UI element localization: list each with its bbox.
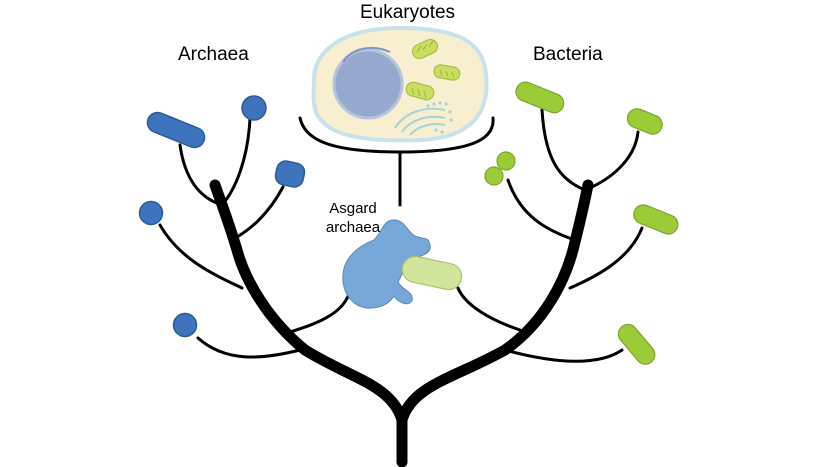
label-asgard-line2: archaea — [325, 219, 381, 236]
bacteria-trunk — [396, 179, 594, 426]
mitochondria-cristae — [411, 40, 455, 99]
bacteria-diplococcus-b — [484, 166, 504, 186]
archaea-cells — [138, 95, 306, 338]
branch-bacteria-top-rod — [540, 108, 587, 192]
asgard-cell-body — [342, 219, 431, 309]
bacteria-cells — [484, 81, 679, 365]
bacteria-rod-cell-mid — [633, 204, 679, 235]
archaea-coccus-cell-low — [172, 312, 198, 338]
archaea-trunk — [209, 179, 408, 467]
bacteria-rod-cell-top — [515, 81, 565, 114]
archaea-coccus-cell-mid — [138, 200, 164, 226]
endoplasmic-reticulum — [394, 107, 446, 136]
label-bacteria: Bacteria — [533, 44, 603, 65]
branch-to-asgard-bacterium — [456, 286, 522, 332]
branch-archaea-top-circle — [220, 116, 252, 207]
bacteria-rod-cell-top-right — [626, 108, 663, 135]
tree-branches — [158, 108, 644, 363]
branch-bacteria-low-right — [503, 348, 624, 363]
nuclear-envelope-detail — [342, 46, 391, 63]
branch-archaea-box — [230, 185, 285, 242]
branch-archaea-low-circle — [196, 336, 302, 359]
branch-to-asgard — [288, 288, 352, 334]
branch-archaea-rod — [178, 143, 224, 207]
eukaryote-cell — [311, 25, 489, 143]
label-asgard-archaea: Asgard archaea — [318, 199, 388, 237]
branch-bacteria-mid-right — [568, 226, 644, 290]
label-archaea: Archaea — [178, 44, 249, 65]
tree-trunk — [209, 179, 594, 467]
branch-bacteria-top-right — [583, 130, 640, 192]
branch-bacteria-diplococcus — [506, 178, 577, 242]
branch-archaea-mid-circle — [158, 223, 244, 290]
asgard-archaea-cell — [342, 219, 431, 309]
eukaryote-nucleus — [332, 48, 404, 120]
archaea-coccus-cell-top — [241, 95, 267, 121]
archaea-rod-cell — [146, 111, 206, 149]
mitochondrion-3 — [405, 81, 435, 101]
ribosomes — [426, 101, 453, 134]
archaea-square-cell — [274, 160, 306, 188]
label-eukaryotes: Eukaryotes — [360, 2, 456, 23]
asgard-bacterium-cell — [401, 255, 463, 291]
bacteria-diplococcus-a — [496, 151, 516, 171]
label-asgard-line1: Asgard — [329, 200, 377, 217]
bacteria-rod-cell-low — [617, 323, 656, 365]
